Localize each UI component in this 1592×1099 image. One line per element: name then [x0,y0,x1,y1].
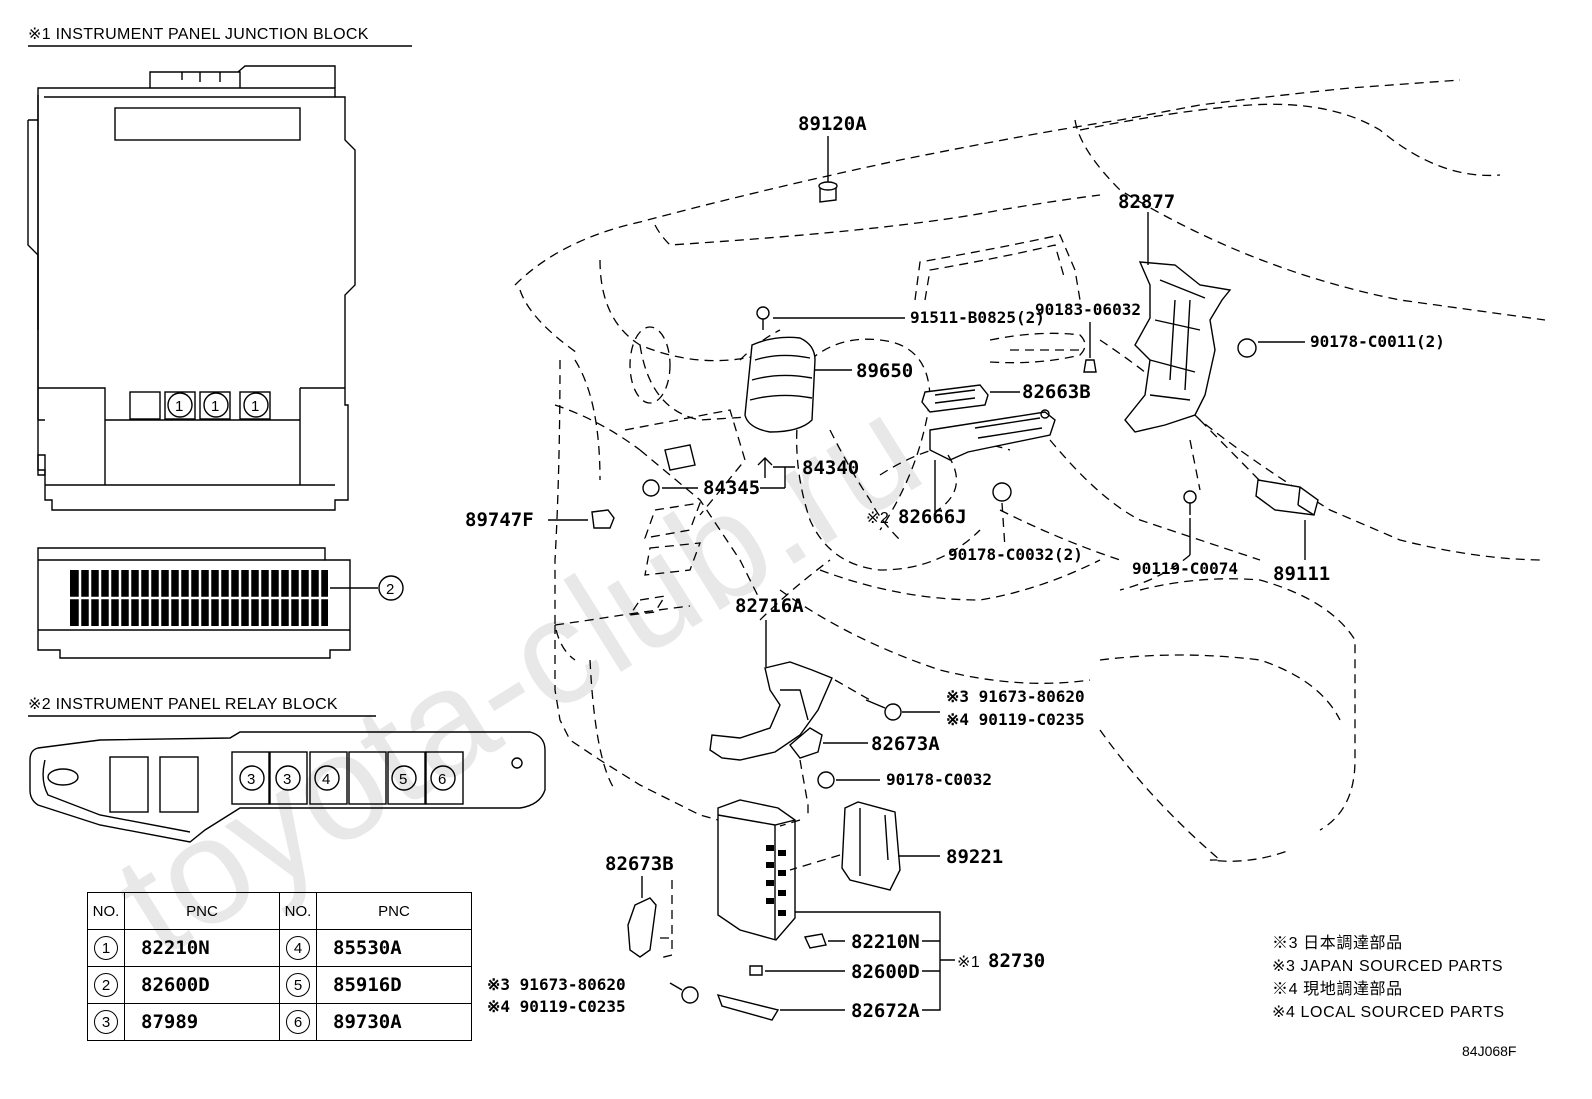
table-row: 1 82210N 4 85530A [87,929,472,967]
label-90183-06032: 90183-06032 [1035,300,1141,319]
label-89650: 89650 [856,360,913,382]
part-82666J-drawing [929,409,1056,512]
leader-lines [554,419,1263,959]
pnc-cell: 82600D [124,966,280,1004]
callout-1-a: 1 [175,398,183,415]
callout-6: 6 [438,771,446,788]
part-82730-drawing [717,799,796,941]
label-82730: 82730 [988,950,1045,972]
part-89650-drawing [744,336,852,433]
row-number: 4 [286,936,310,960]
pnc-cell: 85916D [316,966,472,1004]
label-90119-C0235-upper: ※4 90119-C0235 [946,710,1085,729]
part-89111-drawing [1255,479,1319,560]
pnc-cell: 85530A [316,929,472,967]
label-89221: 89221 [946,846,1003,868]
label-82673A: 82673A [871,733,940,755]
note-japan-jp: ※3 日本調達部品 [1272,935,1403,952]
callout-4: 4 [322,771,330,788]
part-82877-drawing [1124,212,1232,433]
label-82666J-mark: ※2 [866,510,889,527]
sourcing-notes: ※3 日本調達部品 ※3 JAPAN SOURCED PARTS ※4 現地調達… [1272,932,1505,1024]
relay-block-drawing: 3 3 4 5 6 [29,731,546,843]
instrument-panel-outline [514,79,1546,862]
part-84340-drawing [664,444,795,489]
label-89120A: 89120A [798,113,867,135]
label-82716A: 82716A [735,595,804,617]
label-82673B: 82673B [605,853,674,875]
table-header-pnc: PNC [316,892,472,930]
label-82672A: 82672A [851,1000,920,1022]
table-header-row: NO. PNC NO. PNC [87,892,472,930]
pnc-cell: 89730A [316,1003,472,1041]
callout-5: 5 [399,771,407,788]
callout-3-a: 3 [247,771,255,788]
pnc-cell: 82210N [124,929,280,967]
label-90178-C0032-2: 90178-C0032(2) [948,545,1083,564]
label-82663B: 82663B [1022,381,1091,403]
callout-2: 2 [386,581,394,598]
label-84345: 84345 [703,477,760,499]
table-row: 3 87989 6 89730A [87,1003,472,1041]
row-number: 1 [94,936,118,960]
relay-block-header: ※2 INSTRUMENT PANEL RELAY BLOCK [28,696,338,713]
part-82663B-drawing [921,384,1020,413]
label-91673-80620-lower: ※3 91673-80620 [487,975,626,994]
label-90178-C0011: 90178-C0011(2) [1310,332,1445,351]
table-header-no: NO. [87,892,125,930]
label-82730-mark: ※1 [957,954,980,971]
label-82210N: 82210N [851,931,920,953]
lower-panel-outline [624,409,746,616]
label-89747F: 89747F [465,509,534,531]
label-90178-C0032: 90178-C0032 [886,770,992,789]
row-number: 6 [286,1010,310,1034]
note-local-en: ※4 LOCAL SOURCED PARTS [1272,1004,1505,1021]
note-japan-en: ※3 JAPAN SOURCED PARTS [1272,958,1504,975]
label-82877: 82877 [1118,191,1175,213]
label-90119-C0235-lower: ※4 90119-C0235 [487,997,626,1016]
label-89111: 89111 [1273,563,1330,585]
callout-3-b: 3 [283,771,291,788]
junction-block-header: ※1 INSTRUMENT PANEL JUNCTION BLOCK [28,26,369,43]
label-82600D: 82600D [851,961,920,983]
row-number: 3 [94,1010,118,1034]
pnc-table: NO. PNC NO. PNC 1 82210N 4 85530A 2 8260… [87,892,472,1041]
row-number: 5 [286,973,310,997]
small-parts-drawing [716,911,955,1021]
junction-block-drawing: 1 1 1 [27,65,356,511]
note-local-jp: ※4 現地調達部品 [1272,981,1403,998]
pnc-cell: 87989 [124,1003,280,1041]
label-82666J: 82666J [898,506,967,528]
label-84340: 84340 [802,457,859,479]
callout-1-b: 1 [211,398,219,415]
part-82673B-drawing [627,876,657,958]
catalog-code: 84J068F [1462,1043,1517,1059]
row-number: 2 [94,973,118,997]
part-89120A-drawing [818,136,838,203]
part-82716A-drawing [709,620,833,761]
part-82673A-drawing [789,727,868,759]
part-89747F-drawing [548,509,615,529]
label-90119-C0074: 90119-C0074 [1132,559,1238,578]
label-91511-B0825: 91511-B0825(2) [910,308,1045,327]
label-91673-80620-upper: ※3 91673-80620 [946,687,1085,706]
fasteners [642,306,1305,1004]
callout-1-c: 1 [251,398,259,415]
part-89221-drawing [841,801,940,891]
table-header-pnc: PNC [124,892,280,930]
junction-block-side-drawing: 2 [37,547,404,659]
table-row: 2 82600D 5 85916D [87,966,472,1004]
table-header-no: NO. [279,892,317,930]
